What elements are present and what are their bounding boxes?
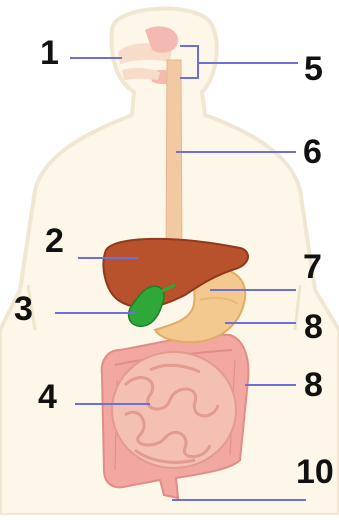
label-3: 3 <box>14 292 33 326</box>
label-8-second: 8 <box>304 368 323 402</box>
esophagus <box>166 60 182 265</box>
small-intestine <box>112 352 236 468</box>
leader-line-5 <box>180 46 298 78</box>
label-1: 1 <box>40 36 59 70</box>
label-4: 4 <box>38 380 57 414</box>
label-5: 5 <box>304 52 323 86</box>
label-6: 6 <box>303 135 322 169</box>
label-8-first: 8 <box>304 310 323 344</box>
label-10: 10 <box>296 455 334 489</box>
label-2: 2 <box>45 224 64 258</box>
label-7: 7 <box>303 250 322 284</box>
